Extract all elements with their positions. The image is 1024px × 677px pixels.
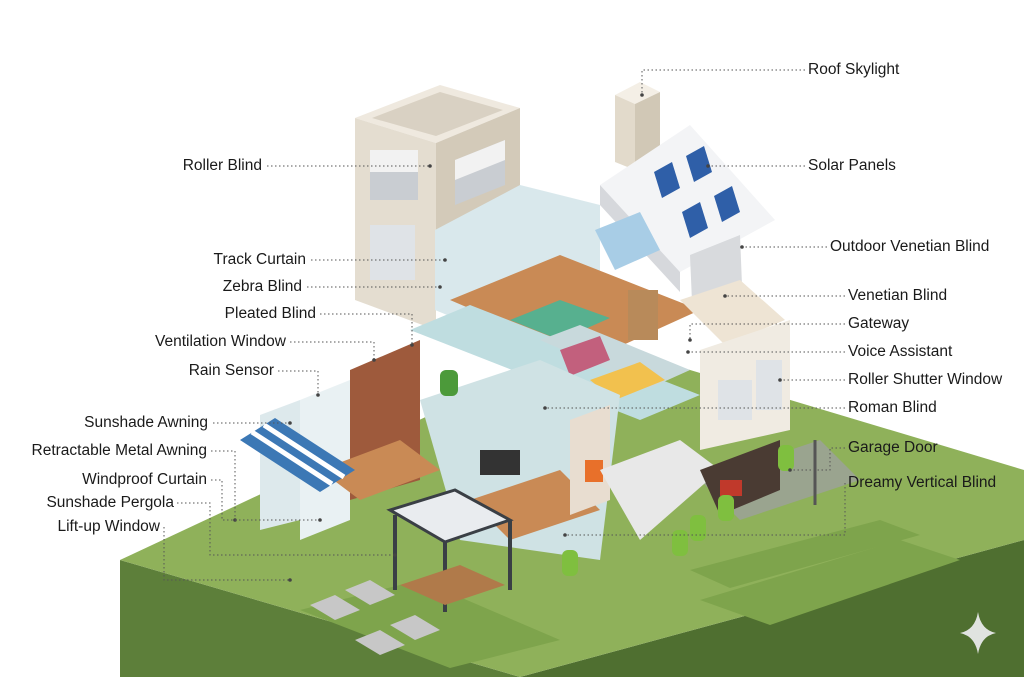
leader-gateway (690, 324, 845, 340)
label-gateway: Gateway (848, 315, 909, 333)
label-solar-panels: Solar Panels (808, 157, 896, 175)
label-garage-door: Garage Door (848, 439, 938, 457)
leader-sunshade-pergola (177, 503, 395, 555)
leader-dreamy-vertical-blind (565, 483, 845, 535)
leader-retractable-metal-awning (211, 451, 235, 520)
label-roman-blind: Roman Blind (848, 399, 937, 417)
label-track-curtain: Track Curtain (214, 251, 306, 269)
label-windproof-curtain: Windproof Curtain (82, 471, 207, 489)
label-retractable-metal-awning: Retractable Metal Awning (32, 442, 207, 460)
label-roof-skylight: Roof Skylight (808, 61, 899, 79)
leader-garage-door (790, 448, 845, 470)
label-roller-shutter-window: Roller Shutter Window (848, 371, 1002, 389)
leader-lift-up-window (164, 527, 290, 580)
label-zebra-blind: Zebra Blind (223, 278, 302, 296)
leader-windproof-curtain (211, 480, 320, 520)
leader-roof-skylight (642, 70, 805, 95)
label-sunshade-pergola: Sunshade Pergola (46, 494, 174, 512)
label-rain-sensor: Rain Sensor (189, 362, 274, 380)
leader-ventilation-window (290, 342, 374, 360)
label-outdoor-venetian-blind: Outdoor Venetian Blind (830, 238, 989, 256)
label-lift-up-window: Lift-up Window (57, 518, 160, 536)
label-ventilation-window: Ventilation Window (155, 333, 286, 351)
label-sunshade-awning: Sunshade Awning (84, 414, 208, 432)
leader-rain-sensor (278, 371, 318, 395)
label-pleated-blind: Pleated Blind (225, 305, 316, 323)
label-dreamy-vertical-blind: Dreamy Vertical Blind (848, 474, 996, 492)
leader-pleated-blind (320, 314, 412, 345)
label-roller-blind: Roller Blind (183, 157, 262, 175)
label-venetian-blind: Venetian Blind (848, 287, 947, 305)
label-voice-assistant: Voice Assistant (848, 343, 952, 361)
